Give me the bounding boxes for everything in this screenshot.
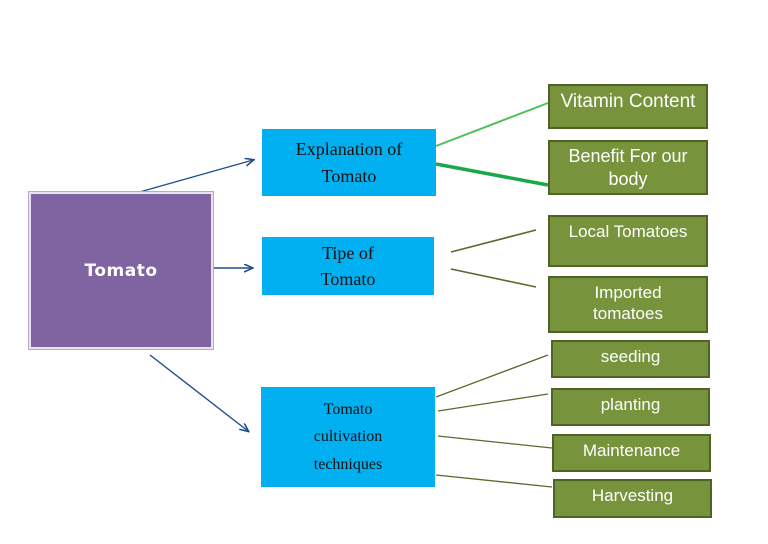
leaf-node-label: Harvesting — [591, 486, 674, 505]
leaf-node-label: seeding — [600, 347, 661, 366]
leaf-node-planting: planting — [551, 388, 710, 426]
category-node-tipe: Tipe of Tomato — [262, 237, 434, 295]
category-node-explanation: Explanation of Tomato — [262, 129, 436, 196]
category-node-label: Explanation of Tomato — [295, 139, 403, 186]
category-node-cultivation: Tomato cultivation techniques — [261, 387, 435, 487]
leaf-node-maintenance: Maintenance — [552, 434, 711, 472]
category-node-label: Tipe of Tomato — [320, 242, 376, 289]
leaf-node-imported-tomatoes: Imported tomatoes — [548, 276, 708, 333]
leaf-node-label: Maintenance — [582, 441, 681, 460]
leaf-node-label: planting — [600, 395, 661, 414]
connector-tipe-local — [450, 229, 537, 253]
category-node-label: Tomato cultivation techniques — [313, 401, 383, 473]
connector-cultivation-harvesting — [435, 474, 553, 488]
leaf-node-harvesting: Harvesting — [553, 479, 712, 518]
connector-cultivation-maintenance — [437, 435, 553, 449]
connector-explanation-benefit — [435, 162, 549, 187]
leaf-node-label: Imported tomatoes — [593, 283, 663, 324]
root-node-tomato: Tomato — [29, 192, 213, 349]
leaf-node-seeding: seeding — [551, 340, 710, 378]
arrow-root-to-explanation — [135, 160, 253, 194]
leaf-node-benefit: Benefit For our body — [548, 140, 708, 195]
leaf-node-local-tomatoes: Local Tomatoes — [548, 215, 708, 267]
leaf-node-label: Vitamin Content — [560, 91, 696, 112]
leaf-node-label: Local Tomatoes — [568, 222, 688, 241]
arrow-root-to-cultivation — [149, 354, 248, 431]
connector-cultivation-seeding — [435, 354, 549, 398]
connector-cultivation-planting — [437, 393, 549, 412]
root-node-label: Tomato — [84, 260, 158, 281]
connector-explanation-vitamin — [435, 102, 549, 147]
connector-tipe-imported — [450, 268, 537, 288]
leaf-node-vitamin-content: Vitamin Content — [548, 84, 708, 129]
leaf-node-label: Benefit For our body — [568, 146, 688, 189]
